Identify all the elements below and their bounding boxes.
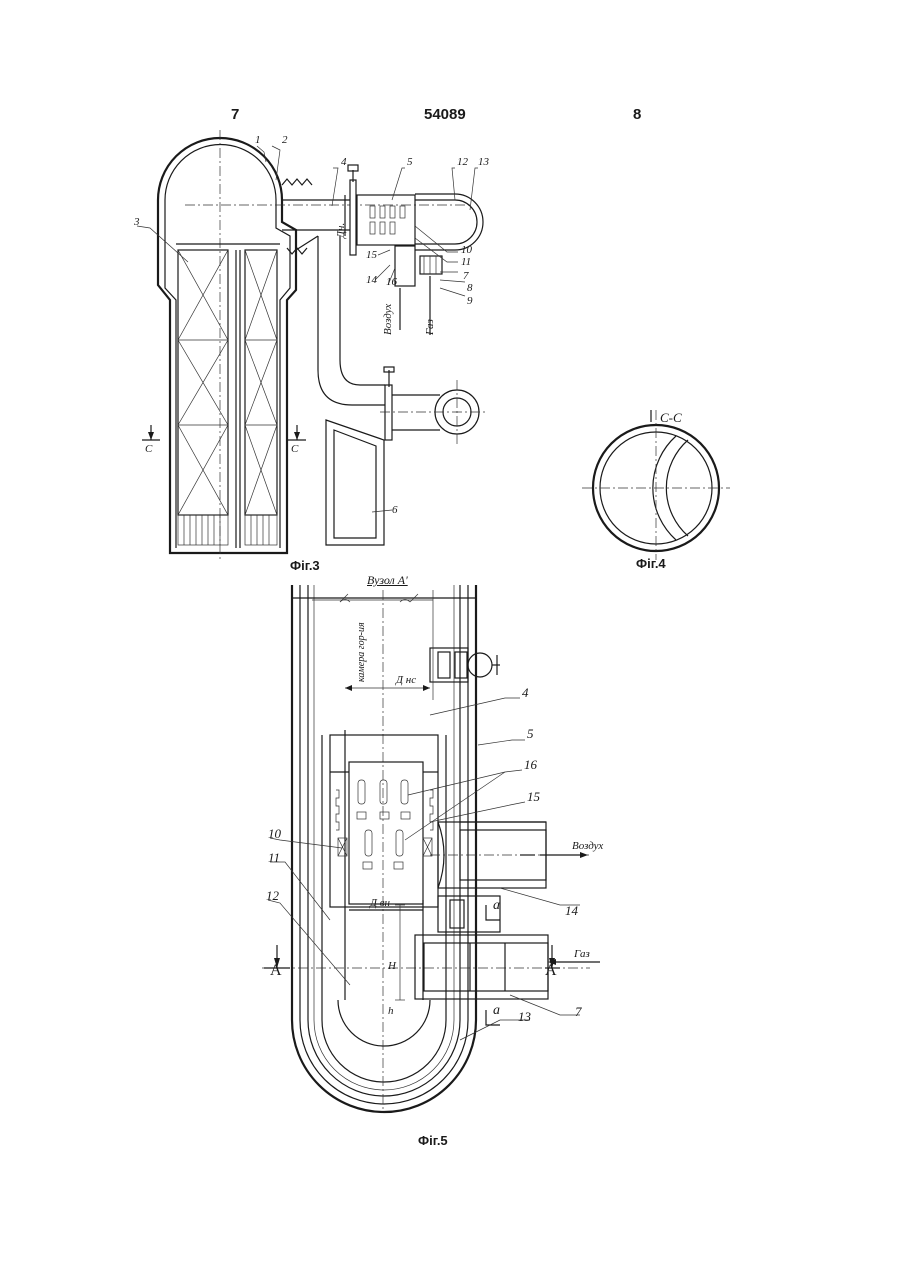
fig5-caption: Фіг.5 [418,1133,448,1148]
fig5-dim-dns: Д нс [396,674,416,686]
fig5-callout-5: 5 [527,726,534,742]
fig5-section-a-bottom: a [493,1003,500,1019]
fig5-dim-h: h [388,1005,394,1017]
fig5-flow-air: Воздух [572,840,603,852]
fig5-section-a-top: a [493,898,500,914]
fig5-callout-4: 4 [522,685,529,701]
fig5-callout-16: 16 [524,757,537,773]
fig5-callout-12: 12 [266,888,279,904]
fig5-flow-gas: Газ [574,948,590,960]
fig5-chamber-label: камера гор-ия [356,622,367,682]
fig5-callout-13: 13 [518,1009,531,1025]
fig5-callout-15: 15 [527,789,540,805]
fig5-callout-7: 7 [575,1004,582,1020]
fig5-section-A-left: A [270,962,282,980]
fig5-section-A-right: A [545,962,557,980]
fig5-callout-10: 10 [268,826,281,842]
fig5-node-title: Вузол А' [367,573,408,588]
fig5-dim-H: H [388,960,396,972]
fig5-callout-14: 14 [565,903,578,919]
fig5-callout-11: 11 [268,850,280,866]
fig5-dim-dvn: Д вн [370,897,390,909]
